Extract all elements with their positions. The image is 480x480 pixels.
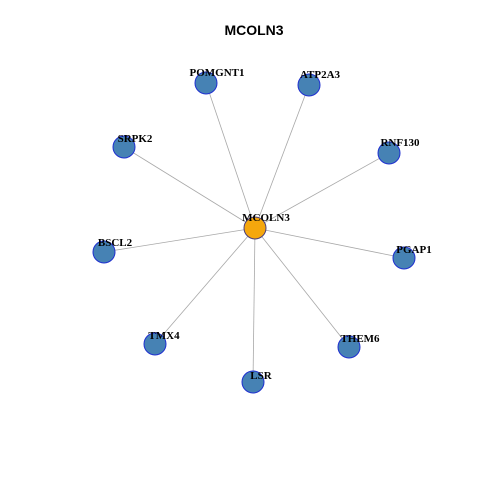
node-label-tmx4: TMX4 — [148, 330, 180, 342]
node-rnf130 — [377, 141, 401, 165]
node-label-atp2a3: ATP2A3 — [300, 69, 341, 81]
edge-mcoln3-bscl2 — [103, 227, 256, 253]
node-label-srpk2: SRPK2 — [118, 133, 153, 145]
edge-mcoln3-pomgnt1 — [205, 82, 256, 229]
edge-mcoln3-atp2a3 — [254, 84, 310, 229]
edges-layer — [103, 82, 405, 383]
node-label-rnf130: RNF130 — [380, 137, 420, 149]
edge-mcoln3-them6 — [254, 227, 350, 348]
node-srpk2 — [112, 135, 136, 159]
node-atp2a3 — [297, 73, 321, 97]
edge-mcoln3-pgap1 — [254, 227, 405, 259]
edge-mcoln3-rnf130 — [254, 152, 390, 229]
node-label-pomgnt1: POMGNT1 — [190, 67, 245, 79]
node-them6 — [337, 335, 361, 359]
plot-title: MCOLN3 — [224, 22, 283, 38]
node-lsr — [241, 370, 265, 394]
edge-mcoln3-tmx4 — [154, 227, 256, 345]
node-mcoln3 — [243, 216, 267, 240]
node-pomgnt1 — [194, 71, 218, 95]
nodes-layer — [92, 71, 416, 394]
node-pgap1 — [392, 246, 416, 270]
node-label-lsr: LSR — [250, 370, 272, 382]
node-label-them6: THEM6 — [340, 333, 380, 345]
node-tmx4 — [143, 332, 167, 356]
edge-mcoln3-srpk2 — [123, 146, 256, 229]
edge-mcoln3-lsr — [252, 227, 256, 383]
node-label-mcoln3: MCOLN3 — [242, 212, 290, 224]
node-label-pgap1: PGAP1 — [396, 244, 431, 256]
node-label-bscl2: BSCL2 — [98, 237, 133, 249]
node-bscl2 — [92, 240, 116, 264]
